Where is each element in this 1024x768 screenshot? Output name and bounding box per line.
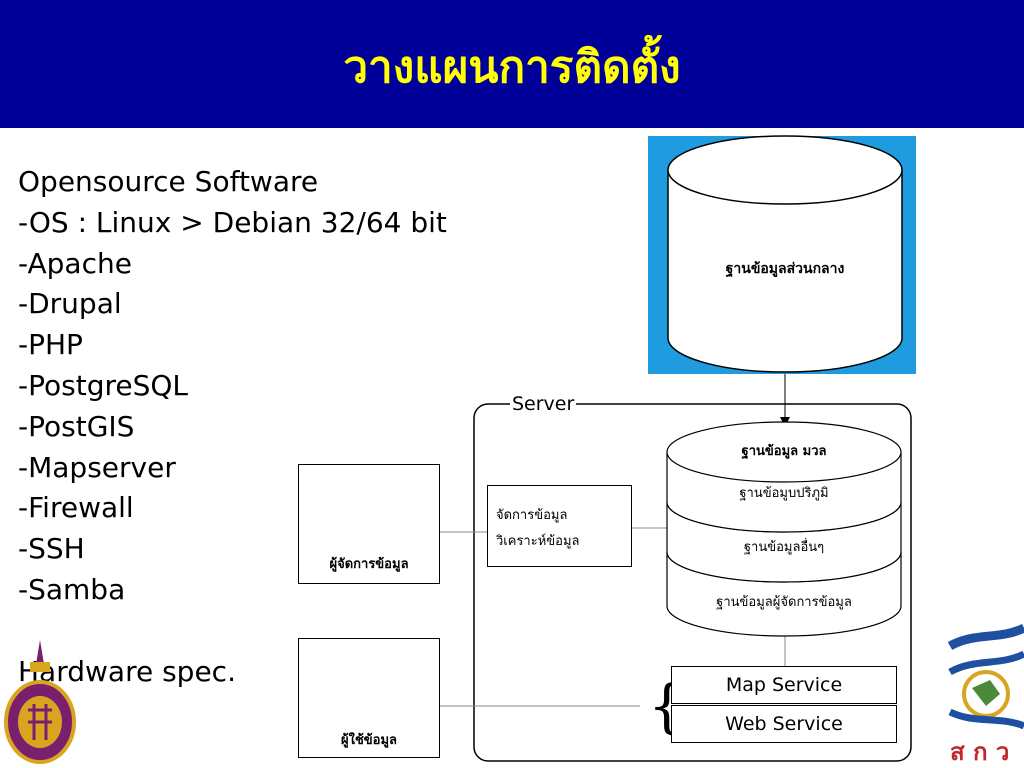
server-label: Server: [510, 393, 577, 415]
process-item: จัดการข้อมูล: [496, 508, 568, 523]
db-layer-label: ฐานข้อมูบปริภูมิ: [739, 486, 829, 501]
spec-item: -PostGIS: [18, 409, 135, 443]
spec-item: -Drupal: [18, 287, 122, 321]
svg-text:ส ก ว: ส ก ว: [950, 738, 1009, 766]
university-seal-icon: [4, 640, 76, 764]
data-user-client: [298, 638, 440, 758]
server-boundary: [473, 403, 912, 762]
spec-item: -Apache: [18, 246, 132, 280]
db-layer-label: ฐานข้อมูลผู้จัดการข้อมูล: [716, 595, 852, 610]
spec-item: -SSH: [18, 532, 85, 566]
db-layer-label: ฐานข้อมูลอื่นๆ: [743, 540, 825, 555]
spec-item: -Firewall: [18, 491, 134, 525]
process-list: จัดการข้อมูล วิเคราะห์ข้อมูล: [496, 503, 580, 555]
web-service-box: Web Service: [671, 705, 897, 743]
data-manager-label: ผู้จัดการข้อมูล: [329, 557, 409, 572]
local-db-stack: [666, 421, 902, 637]
data-user-label: ผู้ใช้ข้อมูล: [340, 733, 398, 748]
central-db-label: ฐานข้อมูลส่วนกลาง: [725, 261, 845, 277]
spec-item: -PHP: [18, 328, 83, 362]
software-heading: Opensource Software: [18, 165, 319, 198]
local-db-title: ฐานข้อมูล มวล: [741, 444, 827, 459]
spec-item: -Mapserver: [18, 450, 176, 484]
process-item: วิเคราะห์ข้อมูล: [496, 534, 580, 549]
data-manager-client: [298, 464, 440, 584]
spec-item: -Samba: [18, 572, 126, 606]
map-service-box: Map Service: [671, 666, 897, 704]
hardware-heading: Hardware spec.: [18, 655, 236, 688]
software-spec-list: Opensource Software -OS : Linux > Debian…: [18, 162, 447, 611]
title-bar: [0, 0, 1024, 128]
process-box: [487, 485, 632, 567]
trf-logo-icon: ส ก ว: [947, 623, 1024, 766]
slide-title: วางแผนการติดตั้ง: [343, 42, 681, 93]
spec-item: -PostgreSQL: [18, 368, 188, 402]
central-db-cylinder: [667, 135, 903, 373]
spec-item: -OS : Linux > Debian 32/64 bit: [18, 205, 447, 239]
